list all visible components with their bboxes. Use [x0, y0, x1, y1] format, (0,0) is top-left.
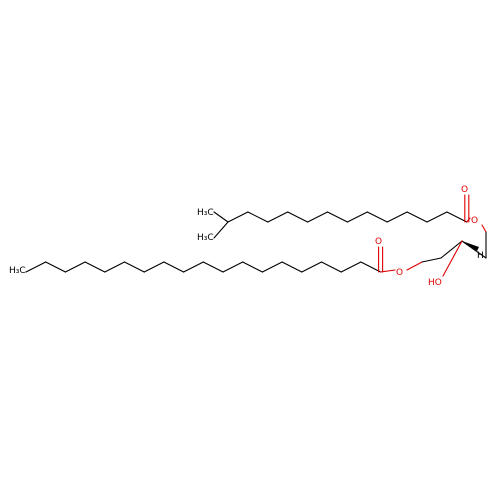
chain-lower-bond — [143, 261, 165, 273]
chain-lower-bond — [163, 261, 185, 273]
ester-upper-bond — [466, 217, 471, 223]
bond-layer — [25, 194, 487, 277]
ester-oxygen-upper-label: O — [471, 216, 478, 226]
chain-lower-bond — [25, 261, 47, 273]
stereo-hydrogen-label: H — [477, 251, 484, 261]
chain-upper-bond — [346, 211, 368, 223]
carbonyl-oxygen-lower-label: O — [375, 237, 382, 247]
chain-lower-bond — [45, 261, 66, 273]
carbonyl-oxygen-upper-label: O — [461, 185, 468, 195]
chain-upper-bond — [406, 211, 428, 223]
methyl-long-chain-label: H₃C — [9, 266, 26, 276]
chain-lower-bond — [64, 261, 86, 273]
chain-upper-bond — [326, 211, 348, 223]
glycerol-bond — [440, 240, 463, 259]
chain-upper-bond — [227, 211, 249, 223]
ester-oxygen-lower-label: O — [396, 268, 403, 278]
chain-upper-bond — [247, 211, 269, 223]
chain-lower-bond — [242, 261, 263, 273]
chain-upper-bond — [386, 211, 408, 223]
chain-upper-bond — [213, 211, 229, 223]
glycerol-bond — [421, 257, 442, 263]
methyl-lower-label: H₃C — [197, 233, 214, 243]
ester-upper-o-bond — [481, 224, 487, 233]
chain-lower-bond — [301, 261, 323, 273]
ester-lower-o-bond — [406, 261, 423, 271]
ester-lower-bond — [380, 269, 396, 273]
chain-upper-bond — [287, 211, 309, 223]
chain-lower-bond — [340, 261, 362, 273]
chain-lower-bond — [123, 261, 145, 273]
chain-upper-bond — [307, 211, 329, 223]
chain-lower-bond — [320, 261, 342, 273]
chain-lower-bond — [261, 261, 283, 273]
chain-upper-bond — [366, 211, 388, 223]
glycerol-bond — [461, 240, 487, 259]
hydroxyl-label: HO — [428, 278, 442, 288]
chain-lower-bond — [84, 261, 106, 273]
chain-upper-bond — [446, 211, 468, 223]
chain-lower-bond — [281, 261, 303, 273]
stereo-wedge-bond — [462, 241, 479, 251]
chain-lower-bond — [104, 261, 126, 273]
chain-upper-bond — [213, 221, 229, 239]
chain-lower-bond — [360, 261, 382, 273]
methyl-upper-label: H₃C — [197, 208, 214, 218]
chain-lower-bond — [202, 261, 224, 273]
chain-upper-bond — [426, 211, 448, 223]
chain-lower-bond — [183, 261, 204, 273]
chain-upper-bond — [267, 211, 289, 223]
hydroxyl-bond — [442, 240, 463, 277]
chain-lower-bond — [222, 261, 244, 273]
